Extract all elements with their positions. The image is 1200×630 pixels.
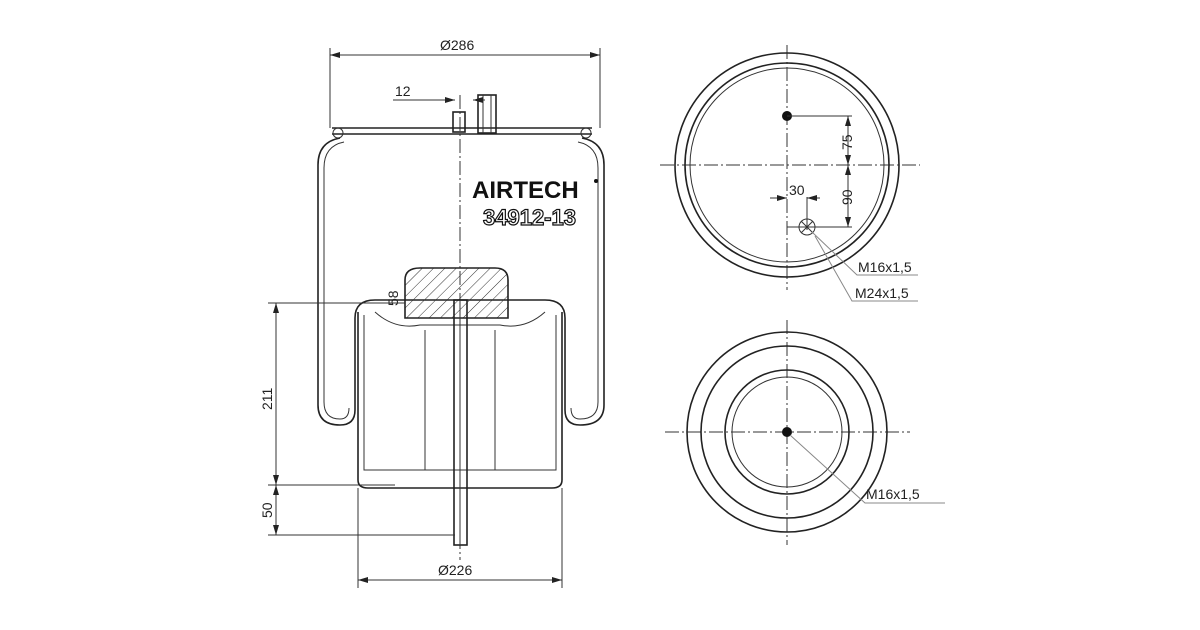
part-number: 34912-13 <box>483 205 576 230</box>
dim-cap-58: 58 <box>385 290 401 306</box>
stud <box>452 111 466 133</box>
thread-m16-bottom: M16x1,5 <box>866 486 920 502</box>
dim-height-211: 211 <box>259 387 275 410</box>
dim-offset-12: 12 <box>395 83 411 99</box>
dim-30: 30 <box>789 182 805 198</box>
thread-m24-top: M24x1,5 <box>855 285 909 301</box>
hole-m16-bottom <box>782 427 792 437</box>
dim-75: 75 <box>839 134 855 150</box>
air-fitting <box>477 94 497 134</box>
brand-name: AIRTECH <box>472 177 579 204</box>
bottom-view: M16x1,5 <box>665 320 945 545</box>
thread-m16-top: M16x1,5 <box>858 259 912 275</box>
top-plate <box>332 127 592 135</box>
top-view: 75 90 30 M16x1,5 M24x1,5 <box>660 45 920 302</box>
dim-height-50: 50 <box>259 502 275 518</box>
dim-top-diameter: Ø286 <box>440 37 474 53</box>
bumper <box>404 267 509 319</box>
side-view: AIRTECH 34912-13 Ø286 12 58 211 50 Ø226 <box>259 37 605 588</box>
dim-90: 90 <box>839 189 855 205</box>
dim-bottom-diameter: Ø226 <box>438 562 472 578</box>
